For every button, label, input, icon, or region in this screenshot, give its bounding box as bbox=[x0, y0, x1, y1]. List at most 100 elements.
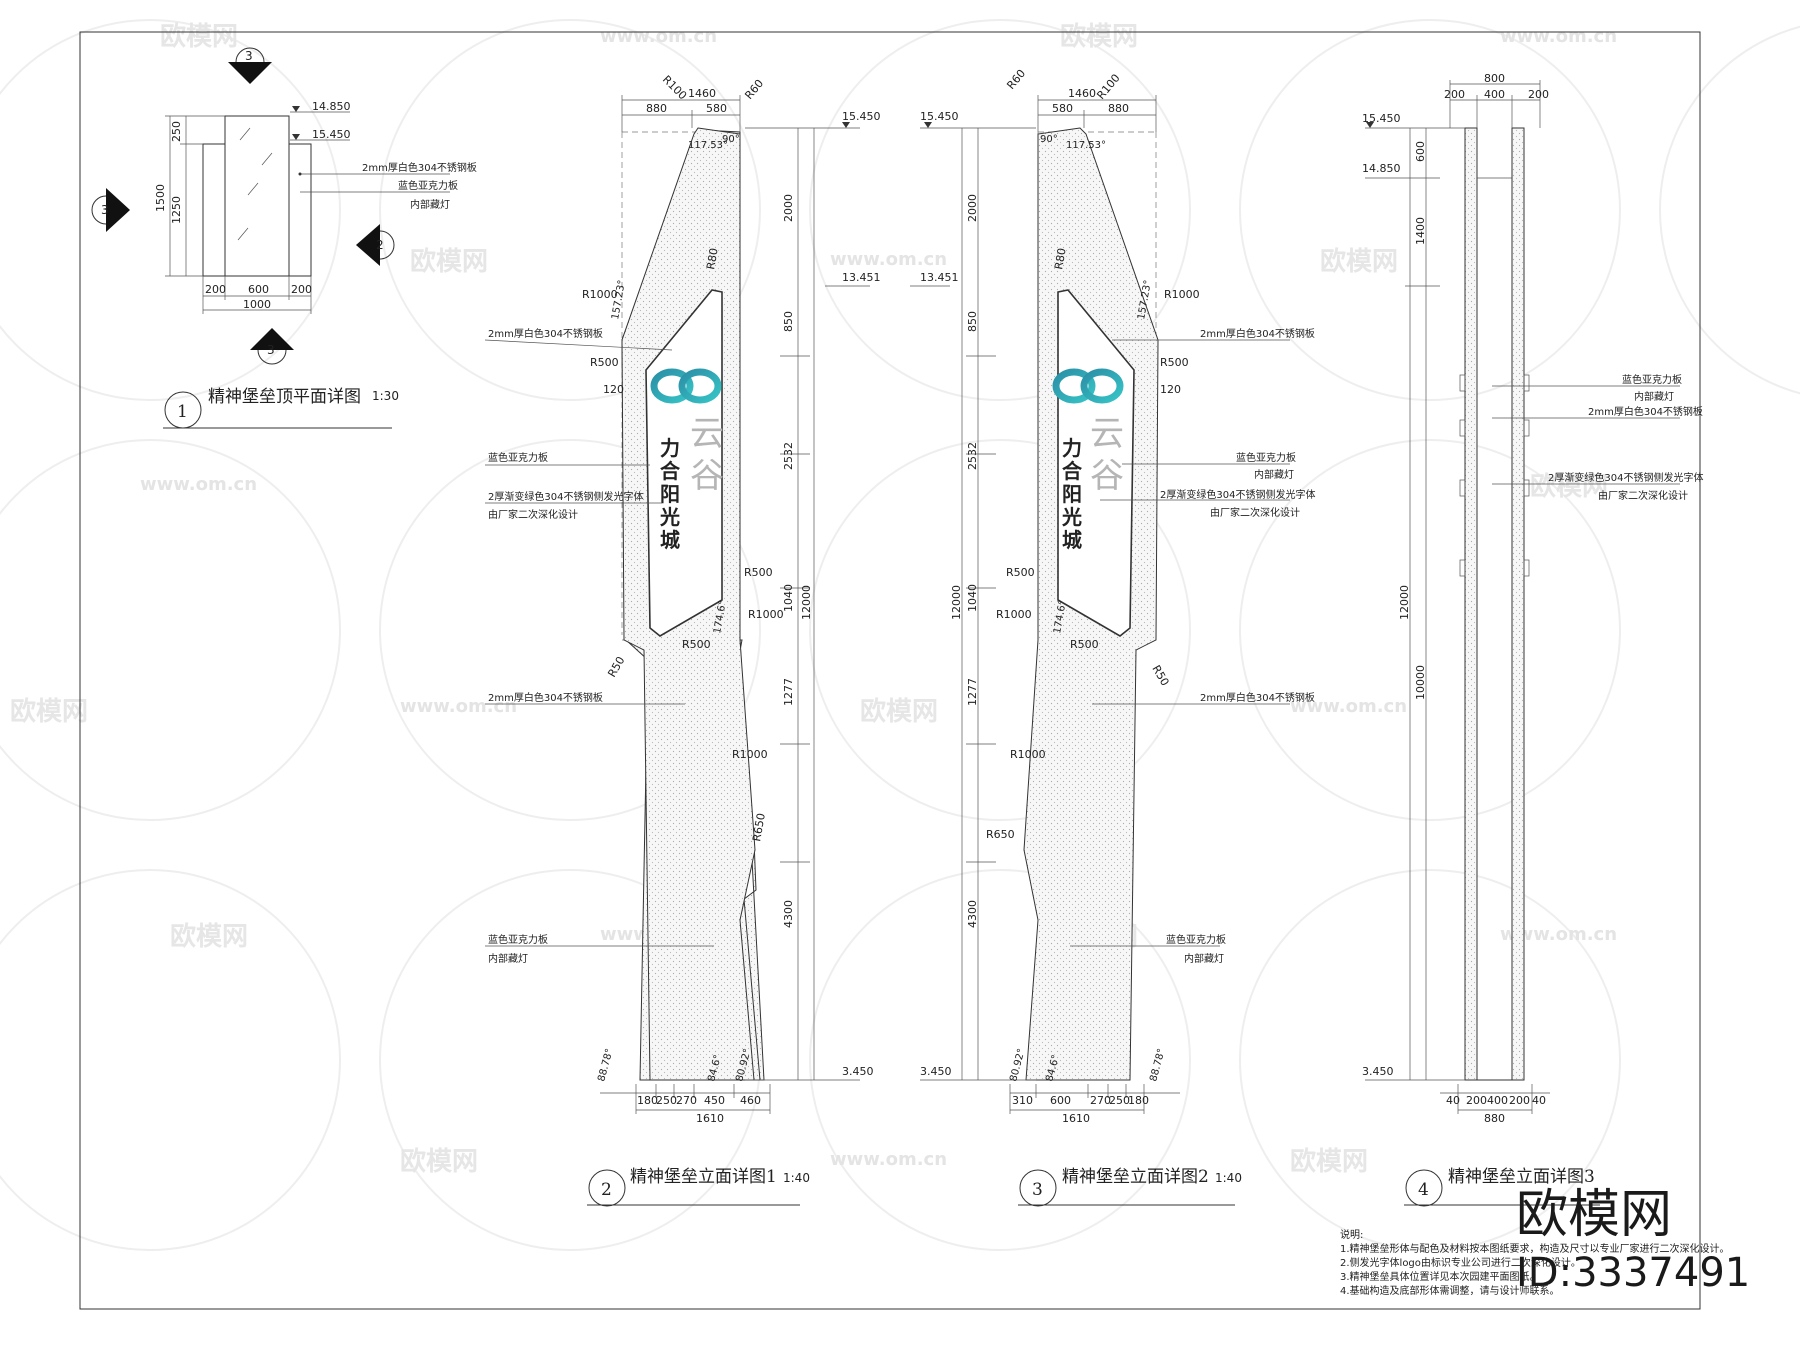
svg-text:R500: R500 bbox=[1006, 566, 1035, 579]
sign2-char-4: 光 bbox=[1061, 505, 1082, 529]
svg-text:R500: R500 bbox=[1160, 356, 1189, 369]
svg-text:13.451: 13.451 bbox=[920, 271, 959, 284]
svg-text:12000: 12000 bbox=[1398, 585, 1411, 620]
svg-text:1040: 1040 bbox=[782, 584, 795, 612]
svg-text:580: 580 bbox=[706, 102, 727, 115]
sign-char-1: 力 bbox=[660, 436, 680, 460]
svg-text:15.450: 15.450 bbox=[312, 128, 351, 141]
svg-text:600: 600 bbox=[248, 283, 269, 296]
plan-title: 精神堡垒顶平面详图 bbox=[208, 387, 361, 407]
watermark-brand: 欧模网 bbox=[860, 696, 938, 727]
svg-text:157.23°: 157.23° bbox=[610, 279, 628, 320]
svg-text:3.450: 3.450 bbox=[842, 1065, 874, 1078]
svg-text:120: 120 bbox=[1160, 383, 1181, 396]
elev2-title: 精神堡垒立面详图2 bbox=[1062, 1167, 1209, 1187]
svg-text:13.451: 13.451 bbox=[842, 271, 881, 284]
svg-text:600: 600 bbox=[1414, 141, 1427, 162]
svg-text:12000: 12000 bbox=[800, 585, 813, 620]
svg-text:400: 400 bbox=[1487, 1094, 1508, 1107]
plan-scale: 1:30 bbox=[372, 389, 399, 403]
elev1-number: 2 bbox=[601, 1180, 612, 1200]
watermark-url: www.om.cn bbox=[1500, 26, 1617, 47]
watermark-brand: 欧模网 bbox=[1530, 471, 1608, 502]
sign-char-2: 合 bbox=[660, 459, 681, 483]
svg-text:R60: R60 bbox=[1004, 67, 1028, 92]
svg-text:内部藏灯: 内部藏灯 bbox=[1634, 390, 1674, 403]
svg-text:200: 200 bbox=[1509, 1094, 1530, 1107]
svg-text:蓝色亚克力板: 蓝色亚克力板 bbox=[488, 451, 548, 464]
svg-text:90°: 90° bbox=[722, 134, 740, 145]
svg-text:蓝色亚克力板: 蓝色亚克力板 bbox=[1236, 451, 1296, 464]
svg-text:2mm厚白色304不锈钢板: 2mm厚白色304不锈钢板 bbox=[1200, 691, 1315, 704]
svg-text:90°: 90° bbox=[1040, 134, 1058, 145]
svg-text:2: 2 bbox=[376, 238, 384, 252]
svg-text:800: 800 bbox=[1484, 72, 1505, 85]
svg-text:15.450: 15.450 bbox=[1362, 112, 1401, 125]
elevation-1: 力 合 阳 光 城 云谷 1460 880 580 R100 R60 117.5… bbox=[484, 73, 881, 1207]
svg-text:200: 200 bbox=[1466, 1094, 1487, 1107]
svg-text:2厚渐变绿色304不锈钢侧发光字体: 2厚渐变绿色304不锈钢侧发光字体 bbox=[1548, 471, 1703, 484]
plan-view: 3 3 2 3 250 1500 1250 bbox=[91, 47, 477, 429]
elevation-3: 800 200 400 200 蓝色亚克力板 内部藏灯 2mm厚白色304不锈钢… bbox=[1362, 72, 1703, 1207]
svg-text:10000: 10000 bbox=[1414, 665, 1427, 700]
svg-text:1000: 1000 bbox=[243, 298, 271, 311]
drawing-frame bbox=[79, 31, 1701, 1310]
svg-text:R1000: R1000 bbox=[1010, 748, 1046, 761]
svg-text:3: 3 bbox=[101, 203, 109, 217]
elev2-number: 3 bbox=[1032, 1180, 1043, 1200]
svg-text:由厂家二次深化设计: 由厂家二次深化设计 bbox=[488, 508, 578, 521]
svg-text:4300: 4300 bbox=[782, 900, 795, 928]
svg-text:600: 600 bbox=[1050, 1094, 1071, 1107]
svg-text:2mm厚白色304不锈钢板: 2mm厚白色304不锈钢板 bbox=[1588, 405, 1703, 418]
svg-text:R500: R500 bbox=[590, 356, 619, 369]
elev2-scale: 1:40 bbox=[1215, 1171, 1242, 1185]
svg-text:1610: 1610 bbox=[1062, 1112, 1090, 1125]
svg-text:180: 180 bbox=[637, 1094, 658, 1107]
watermark-url: www.om.cn bbox=[1290, 696, 1407, 717]
svg-text:由厂家二次深化设计: 由厂家二次深化设计 bbox=[1598, 489, 1688, 502]
svg-text:R650: R650 bbox=[986, 828, 1015, 841]
svg-text:1500: 1500 bbox=[154, 184, 167, 212]
svg-text:3.450: 3.450 bbox=[1362, 1065, 1394, 1078]
svg-text:400: 400 bbox=[1484, 88, 1505, 101]
svg-text:880: 880 bbox=[1484, 1112, 1505, 1125]
svg-text:1277: 1277 bbox=[782, 678, 795, 706]
sign-char-4: 光 bbox=[659, 505, 680, 529]
brand-logo bbox=[650, 368, 722, 404]
svg-text:450: 450 bbox=[704, 1094, 725, 1107]
svg-text:R100: R100 bbox=[1094, 72, 1122, 102]
svg-text:2厚渐变绿色304不锈钢侧发光字体: 2厚渐变绿色304不锈钢侧发光字体 bbox=[488, 490, 643, 503]
watermark-url: www.om.cn bbox=[600, 26, 717, 47]
svg-text:88.78°: 88.78° bbox=[1148, 1047, 1167, 1082]
svg-text:120: 120 bbox=[603, 383, 624, 396]
svg-text:250: 250 bbox=[170, 121, 183, 142]
svg-text:R80: R80 bbox=[1052, 247, 1069, 271]
svg-text:2000: 2000 bbox=[966, 194, 979, 222]
elev3-title: 精神堡垒立面详图3 bbox=[1448, 1167, 1595, 1187]
sign2-char-1: 力 bbox=[1062, 436, 1082, 460]
svg-text:R50: R50 bbox=[605, 654, 627, 679]
svg-text:3.450: 3.450 bbox=[920, 1065, 952, 1078]
sign2-yungu: 云谷 bbox=[1090, 414, 1124, 496]
watermark-url: www.om.cn bbox=[400, 696, 517, 717]
svg-text:2mm厚白色304不锈钢板: 2mm厚白色304不锈钢板 bbox=[362, 161, 477, 174]
watermark-url: www.om.cn bbox=[830, 249, 947, 270]
brand-logo-2 bbox=[1052, 368, 1124, 404]
svg-text:2mm厚白色304不锈钢板: 2mm厚白色304不锈钢板 bbox=[488, 691, 603, 704]
plan-number: 1 bbox=[177, 402, 188, 422]
svg-text:1040: 1040 bbox=[966, 584, 979, 612]
svg-text:R50: R50 bbox=[1149, 663, 1171, 688]
svg-text:R1000: R1000 bbox=[582, 288, 618, 301]
svg-text:R650: R650 bbox=[750, 812, 768, 842]
svg-text:880: 880 bbox=[1108, 102, 1129, 115]
svg-text:蓝色亚克力板: 蓝色亚克力板 bbox=[398, 179, 458, 192]
svg-text:内部藏灯: 内部藏灯 bbox=[1184, 952, 1224, 965]
svg-text:1400: 1400 bbox=[1414, 217, 1427, 245]
watermark-brand: 欧模网 bbox=[400, 1146, 478, 1177]
svg-text:880: 880 bbox=[646, 102, 667, 115]
elev1-scale: 1:40 bbox=[783, 1171, 810, 1185]
section-marker-top: 3 bbox=[228, 47, 272, 84]
sign-char-3: 阳 bbox=[660, 482, 680, 506]
section-marker-right: 2 bbox=[356, 224, 395, 266]
svg-text:2532: 2532 bbox=[966, 442, 979, 470]
